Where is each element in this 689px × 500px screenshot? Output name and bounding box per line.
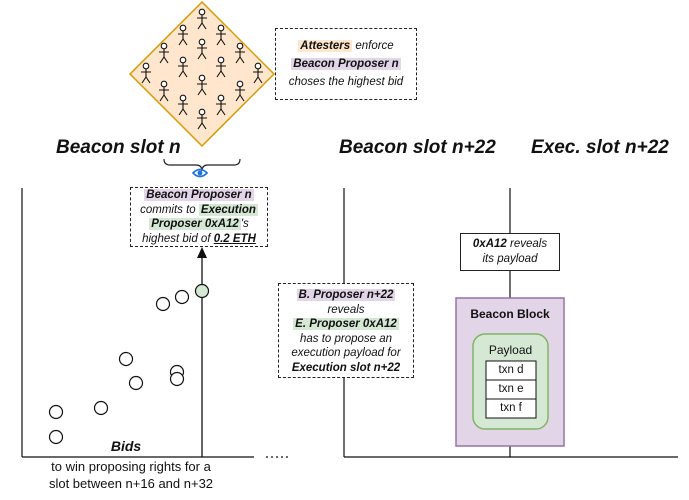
reveal-e-proposer: E. Proposer 0xA12	[293, 318, 399, 330]
highest-bid-text: choses the highest bid	[288, 76, 404, 88]
person-icon	[235, 42, 245, 64]
beacon-proposer-label: Beacon Proposer n	[291, 58, 401, 70]
person-icon	[159, 80, 169, 102]
reveal-b-proposer: B. Proposer n+22	[296, 289, 396, 301]
enforce-text: enforce	[352, 40, 394, 52]
bids-caption: to win proposing rights for a slot betwe…	[22, 458, 240, 492]
person-icon	[178, 24, 188, 46]
reveal-line3: has to propose an	[299, 332, 393, 345]
bid-point	[48, 429, 64, 445]
person-icon	[197, 108, 207, 130]
person-icon	[178, 56, 188, 78]
person-icon	[253, 62, 263, 84]
person-icon	[141, 62, 151, 84]
bid-point	[128, 375, 144, 391]
winning-bid-point	[194, 283, 210, 299]
bid-point	[48, 404, 64, 420]
commit-exec-proposer: Proposer 0xA12	[149, 218, 241, 230]
commit-beacon-proposer: Beacon Proposer n	[144, 189, 254, 201]
person-icon	[216, 56, 226, 78]
payload-title: Payload	[488, 343, 533, 357]
person-icon	[197, 74, 207, 96]
commit-note: Beacon Proposer n commits to Execution P…	[130, 187, 268, 247]
reveals-text: reveals	[327, 303, 365, 316]
bid-point	[93, 400, 109, 416]
person-icon	[197, 38, 207, 60]
person-icon	[159, 42, 169, 64]
attesters-diamond	[128, 0, 276, 148]
person-icon	[178, 94, 188, 116]
title-beacon-slot-n: Beacon slot n	[56, 137, 181, 158]
eye-icon	[191, 168, 209, 178]
bids-caption-line1: to win proposing rights for a	[51, 459, 211, 474]
attesters-note: Attesters enforce Beacon Proposer n chos…	[275, 28, 417, 100]
payload-reveal-note: 0xA12 reveals its payload	[460, 233, 560, 271]
bid-circles	[48, 283, 210, 445]
txn-label: txn f	[500, 402, 522, 414]
highest-bid-of-text: highest bid of	[142, 232, 214, 245]
payload-line2: its payload	[482, 253, 538, 265]
attester-figures	[141, 8, 263, 130]
bid-point	[155, 296, 171, 312]
person-icon	[197, 8, 207, 30]
title-beacon-slot-n22: Beacon slot n+22	[339, 137, 496, 158]
txn-label: txn e	[498, 383, 524, 395]
bids-title: Bids	[110, 438, 142, 454]
person-icon	[216, 24, 226, 46]
bids-caption-line2: slot between n+16 and n+32	[48, 476, 214, 491]
person-icon	[216, 94, 226, 116]
bid-amount: 0.2 ETH	[213, 232, 256, 245]
payload-reveals-text: reveals	[506, 238, 548, 250]
attesters-label: Attesters	[298, 40, 353, 52]
bid-point	[174, 289, 190, 305]
slot-brace	[163, 158, 241, 172]
reveal-exec-slot: Execution slot n+22	[291, 361, 401, 374]
bid-point	[118, 351, 134, 367]
payload-addr: 0xA12	[472, 238, 507, 250]
commit-possessive: 's	[240, 218, 249, 230]
bid-point	[169, 371, 185, 387]
person-icon	[235, 80, 245, 102]
commit-execution: Execution	[198, 203, 258, 216]
reveal-note: B. Proposer n+22 reveals E. Proposer 0xA…	[278, 283, 414, 378]
beacon-block-title: Beacon Block	[470, 307, 550, 321]
txn-label: txn d	[498, 364, 524, 376]
reveal-line4: execution payload for	[291, 347, 401, 359]
txn-cell	[485, 398, 537, 419]
winning-bid-arrowhead	[197, 247, 207, 258]
commits-to-text: commits to	[140, 203, 199, 216]
title-exec-slot-n22: Exec. slot n+22	[531, 137, 669, 158]
